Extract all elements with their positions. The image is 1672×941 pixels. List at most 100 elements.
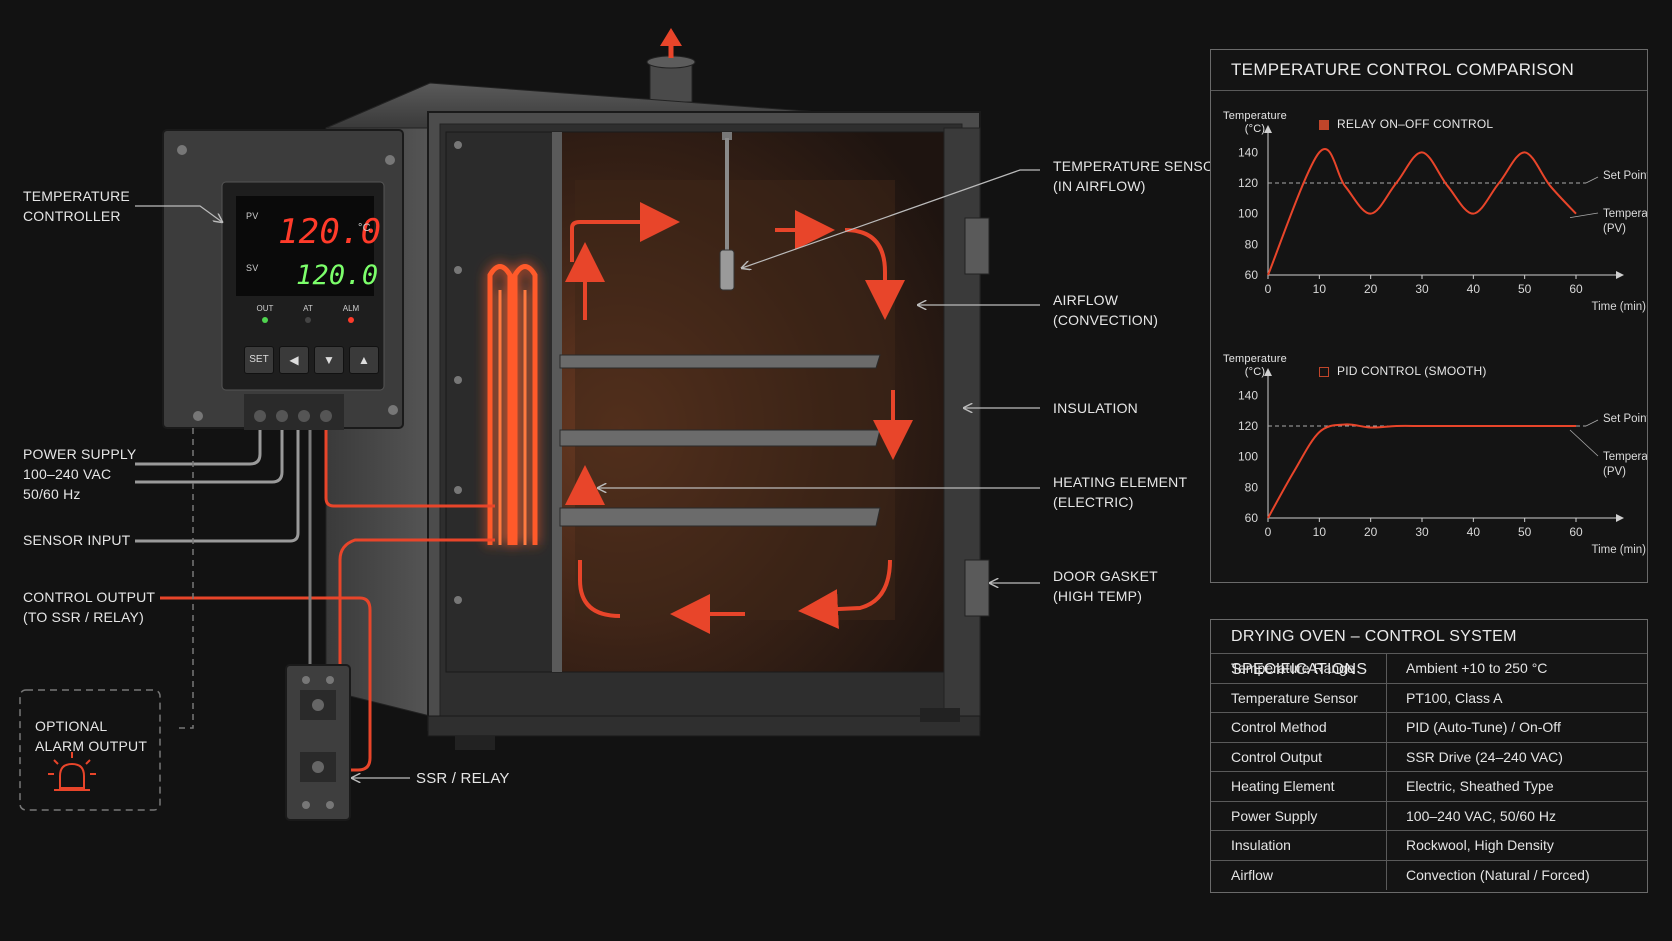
pv-label: Temperature [1603, 208, 1647, 220]
pid-chart: Temperature (°C) PID CONTROL (SMOOTH) 60… [1211, 353, 1647, 583]
x-axis-arrow [1616, 514, 1624, 522]
spec-key: Temperature Sensor [1231, 689, 1358, 706]
exhaust-chimney [646, 28, 696, 103]
sv-display: 120.0 [296, 260, 379, 291]
callout-power-supply: POWER SUPPLY 100–240 VAC 50/60 Hz [23, 446, 137, 502]
spec-divider [1386, 831, 1387, 860]
pid-legend-swatch [1319, 367, 1329, 377]
spec-row: Temperature Sensor PT100, Class A [1211, 682, 1647, 713]
x-tick-label: 60 [1569, 282, 1583, 296]
spec-row: Temperature Range Ambient +10 to 250 °C [1211, 653, 1647, 683]
x-axis-label: Time (min) [1591, 544, 1646, 556]
spec-key: Airflow [1231, 866, 1274, 883]
spec-divider [1386, 713, 1387, 742]
callout-airflow: AIRFLOW (CONVECTION) [1053, 292, 1159, 328]
set-button[interactable]: SET [244, 346, 274, 374]
y-tick-label: 140 [1238, 388, 1258, 402]
set-point-leader [1585, 176, 1599, 184]
pv-label: (PV) [1603, 466, 1626, 478]
controller-buttons: SET ◀ ▼ ▲ [244, 346, 380, 374]
alarm-beacon-icon [48, 752, 96, 791]
spec-value: Convection (Natural / Forced) [1406, 866, 1590, 883]
relay-legend-label: RELAY ON–OFF CONTROL [1337, 117, 1494, 131]
x-axis-arrow [1616, 271, 1624, 279]
spec-key: Power Supply [1231, 807, 1318, 824]
pid-chart-ylabel: Temperature (°C) [1223, 353, 1287, 378]
alm-led-icon [348, 317, 354, 323]
airflow-arrows [565, 202, 913, 634]
spec-divider [1386, 654, 1387, 683]
at-led-icon [305, 317, 311, 323]
spec-value: Ambient +10 to 250 °C [1406, 660, 1548, 676]
y-tick-label: 60 [1245, 511, 1259, 525]
callout-door-gasket: DOOR GASKET (HIGH TEMP) [1053, 568, 1158, 604]
indicator-out: OUT [250, 304, 280, 323]
controller-wiring [135, 428, 495, 772]
spec-value: PT100, Class A [1406, 689, 1503, 706]
spec-key: Heating Element [1231, 778, 1335, 794]
out-led-icon [262, 317, 268, 323]
spec-row: Power Supply 100–240 VAC, 50/60 Hz [1211, 800, 1647, 831]
spec-value: 100–240 VAC, 50/60 Hz [1406, 807, 1556, 824]
relay-chart: Temperature (°C) RELAY ON–OFF CONTROL 60… [1211, 110, 1647, 340]
y-axis-arrow [1264, 368, 1272, 376]
temperature-series-line [1267, 148, 1577, 276]
spec-divider [1386, 742, 1387, 772]
spec-key: Insulation [1231, 837, 1291, 853]
callout-leaders [135, 169, 1040, 778]
spec-row: Airflow Convection (Natural / Forced) [1211, 859, 1647, 890]
set-point-label: Set Point [1603, 170, 1647, 182]
spec-divider [1386, 801, 1387, 831]
x-tick-label: 0 [1265, 525, 1272, 539]
x-tick-label: 30 [1415, 282, 1429, 296]
spec-value: Electric, Sheathed Type [1406, 778, 1554, 794]
x-tick-label: 0 [1265, 282, 1272, 296]
x-tick-label: 40 [1467, 282, 1481, 296]
up-arrow-button[interactable]: ▲ [349, 346, 379, 374]
callout-ssr-relay: SSR / RELAY [416, 770, 510, 787]
heating-element [487, 264, 538, 545]
ssr-relay-body [285, 664, 351, 821]
callout-sensor-input: SENSOR INPUT [23, 532, 131, 548]
spec-row: Insulation Rockwool, High Density [1211, 830, 1647, 860]
comparison-panel: TEMPERATURE CONTROL COMPARISON Temperatu… [1210, 49, 1648, 583]
x-tick-label: 50 [1518, 282, 1532, 296]
spec-divider [1386, 860, 1387, 890]
x-tick-label: 20 [1364, 525, 1378, 539]
shelves [559, 354, 881, 527]
indicator-at: AT [293, 304, 323, 323]
sv-label: SV [246, 263, 259, 273]
temperature-series-line [1267, 423, 1576, 519]
down-arrow-button[interactable]: ▼ [314, 346, 344, 374]
x-tick-label: 30 [1415, 525, 1429, 539]
x-axis-label: Time (min) [1591, 301, 1646, 313]
pv-display: 120.0 [278, 212, 382, 252]
set-point-leader [1585, 419, 1599, 427]
x-tick-label: 40 [1467, 525, 1481, 539]
x-tick-label: 10 [1313, 525, 1327, 539]
x-tick-label: 10 [1313, 282, 1327, 296]
pv-unit: °C [358, 222, 371, 234]
pid-legend-label: PID CONTROL (SMOOTH) [1337, 364, 1487, 378]
spec-value: PID (Auto-Tune) / On-Off [1406, 719, 1561, 735]
left-arrow-button[interactable]: ◀ [279, 346, 309, 374]
y-tick-label: 140 [1238, 145, 1258, 159]
oven-body [325, 82, 990, 750]
controller-housing [162, 129, 404, 430]
spec-value: Rockwool, High Density [1406, 837, 1554, 853]
y-tick-label: 80 [1245, 237, 1259, 251]
relay-legend-swatch [1319, 120, 1329, 130]
pv-label: (PV) [1603, 223, 1626, 235]
x-tick-label: 60 [1569, 525, 1583, 539]
x-tick-label: 20 [1364, 282, 1378, 296]
spec-row: Heating Element Electric, Sheathed Type [1211, 771, 1647, 801]
y-tick-label: 80 [1245, 480, 1259, 494]
spec-key: Temperature Range [1231, 660, 1355, 676]
controller-indicators: OUT AT ALM [250, 304, 370, 328]
callout-heating-element: HEATING ELEMENT (ELECTRIC) [1053, 474, 1188, 510]
